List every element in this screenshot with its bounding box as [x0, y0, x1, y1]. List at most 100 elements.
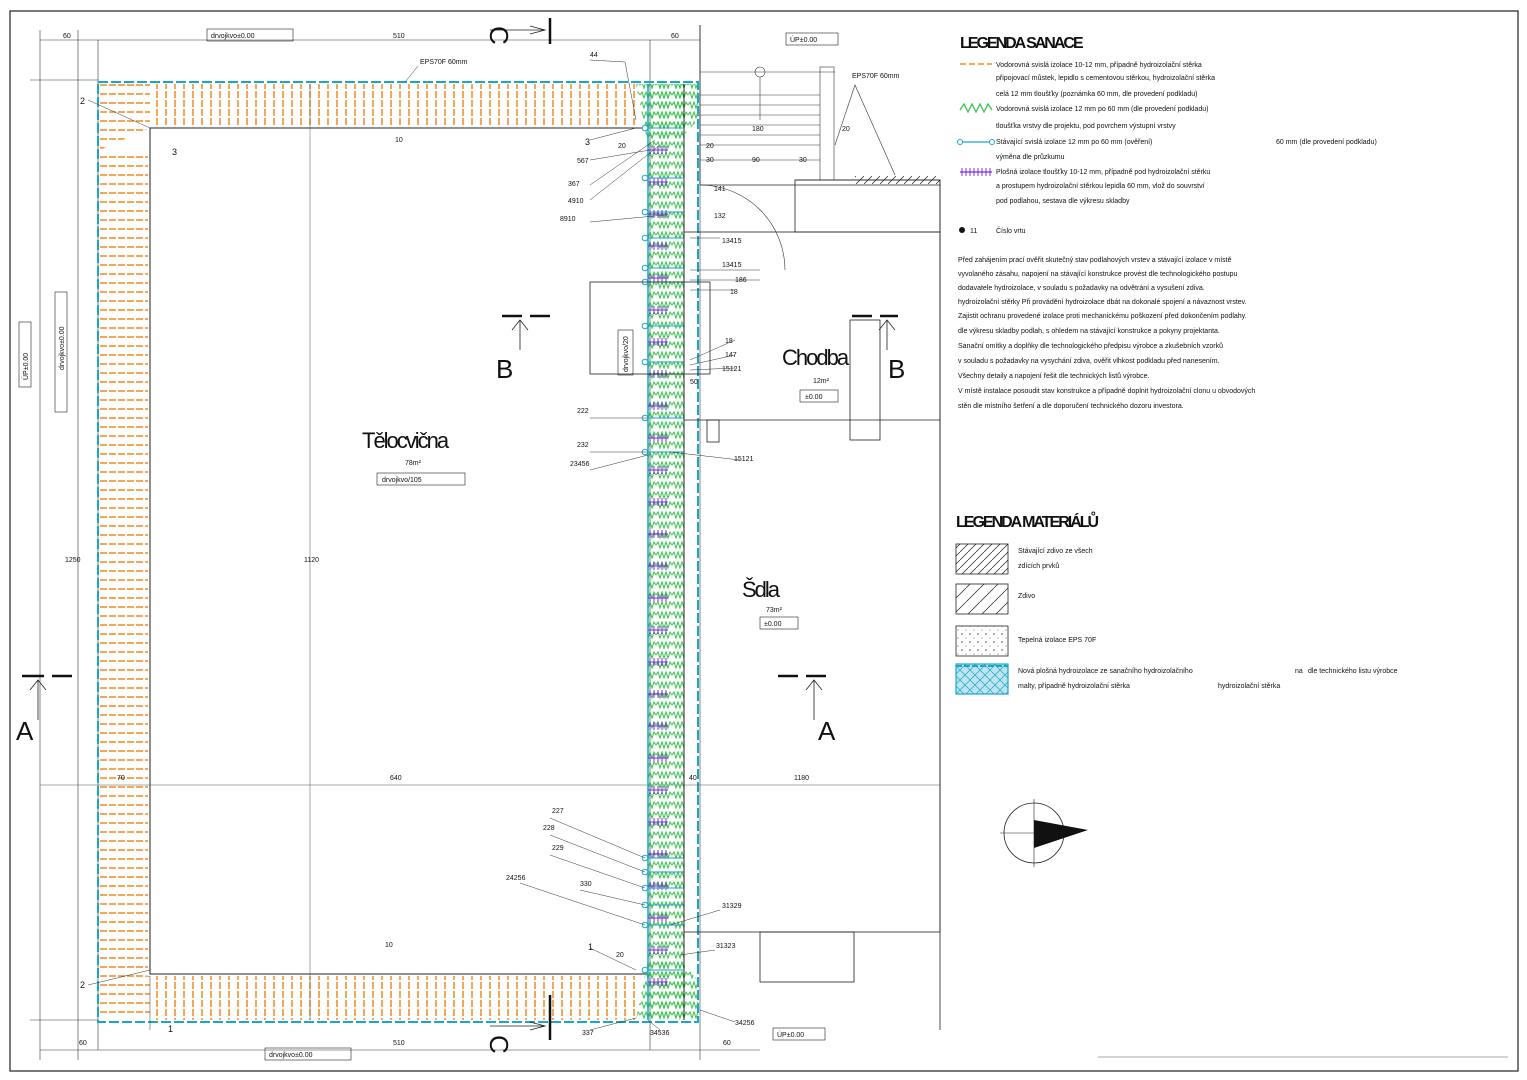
- legend-note-4: Zajistit ochranu provedené izolace proti…: [958, 313, 1247, 320]
- legend-materials-title: LEGENDA MATERIÁLŮ: [956, 511, 1099, 531]
- room-gym-area: 78m²: [405, 460, 422, 467]
- legend-ins-1-l2: připojovací můstek, lepidlo s cementovou…: [996, 74, 1215, 82]
- callout-227: 227: [552, 808, 564, 815]
- tag-eps-top: EPS70F 60mm: [420, 59, 468, 66]
- callout-222: 222: [577, 408, 589, 415]
- probe-dot: [641, 264, 649, 272]
- purple-mark: [648, 210, 668, 218]
- callout-15121: 15121: [722, 366, 742, 373]
- ground-hatch: [855, 176, 940, 184]
- purple-mark: [648, 882, 668, 890]
- tag-window: drvojkvo/20: [623, 336, 630, 372]
- callout-50: 50: [690, 379, 698, 386]
- callout-229: 229: [552, 845, 564, 852]
- section-arrows: [29, 25, 896, 1031]
- purple-mark: [648, 978, 668, 986]
- callout-15121b: 15121: [734, 456, 754, 463]
- callout-4910: 4910: [568, 198, 584, 205]
- dim-step-d: 30: [799, 157, 807, 164]
- legend-mat-swatch-1: [955, 543, 1009, 575]
- probe-dots: [641, 124, 684, 974]
- room-hall-tag: ±0.00: [764, 621, 782, 628]
- callout-18a: 18: [730, 289, 738, 296]
- legend-mat-4-l2: malty, případně hydroizolační stěrka: [1018, 683, 1130, 690]
- callout-8910: 8910: [560, 216, 576, 223]
- purple-mark: [648, 434, 668, 442]
- insulation-left: [100, 150, 148, 970]
- section-c-top: C: [484, 26, 514, 45]
- callout-337: 337: [582, 1030, 594, 1037]
- callout-1a: 1: [168, 1024, 173, 1034]
- room-corridor-name: Chodba: [782, 345, 850, 370]
- callout-24256: 24256: [506, 875, 526, 882]
- purple-mark: [648, 530, 668, 538]
- insulation-corner-tl: [100, 84, 150, 150]
- legend-mat-swatch-3: [955, 625, 1009, 657]
- legend-note-6: Sanační omítky a doplňky dle technologic…: [958, 342, 1223, 350]
- room-gym-tag: drvojkvo/105: [382, 477, 422, 484]
- sanation-top-corner: [636, 84, 698, 145]
- legend-mat-1-l1: Stávající zdivo ze všech: [1018, 548, 1093, 555]
- dim-step-c: 90: [752, 157, 760, 164]
- room-hall-name: Šdla: [742, 577, 781, 602]
- callout-147: 147: [725, 352, 737, 359]
- legend-note-2: dodavatele hydroizolace, v souladu s pož…: [958, 285, 1205, 292]
- callout-232: 232: [577, 442, 589, 449]
- callout-20b: 20: [616, 952, 624, 959]
- section-c-bottom: C: [484, 1035, 514, 1054]
- purple-mark: [648, 690, 668, 698]
- callout-31323: 31323: [716, 943, 736, 950]
- legend-mat-1-l2: zdících prvků: [1018, 562, 1059, 570]
- door-swing: [699, 184, 786, 271]
- callout-3a: 3: [172, 147, 177, 157]
- callout-2a: 2: [80, 96, 85, 106]
- right-building: [683, 25, 941, 1030]
- dim-gym-height: 1120: [304, 557, 319, 564]
- purple-mark: [648, 658, 668, 666]
- callout-20a: 20: [618, 143, 626, 150]
- legend-ins-5-marker: 11: [970, 228, 977, 235]
- dim-step-a: 20: [706, 143, 714, 150]
- sanation-wall-zone: [648, 84, 684, 1020]
- probe-dot: [641, 124, 649, 132]
- window-opening: [589, 281, 711, 375]
- callout-13415b: 13415: [722, 262, 742, 269]
- legend-mat-swatch-2: [955, 583, 1009, 615]
- eps-top-leader: [404, 65, 419, 83]
- purple-mark: [648, 274, 668, 282]
- callout-34536: 34536: [650, 1030, 670, 1037]
- purple-mark: [648, 498, 668, 506]
- section-lines: [22, 18, 898, 1040]
- dim-40: 40: [689, 775, 697, 782]
- probe-dot: [641, 234, 649, 242]
- sheet-border: [9, 10, 1519, 1072]
- callout-330: 330: [580, 881, 592, 888]
- insulation-bottom: [150, 976, 635, 1020]
- legend-mat-3-l1: Tepelná izolace EPS 70F: [1018, 637, 1096, 644]
- section-a-left: A: [16, 716, 34, 746]
- dim-bottom-right: 60: [723, 1040, 731, 1047]
- legend-mat-4-extra3: hydroizolační stěrka: [1218, 683, 1280, 690]
- dim-bottom-mid: 510: [393, 1040, 405, 1047]
- purple-mark: [648, 242, 668, 250]
- purple-mark: [648, 178, 668, 186]
- dim-inner-bottom: 10: [385, 942, 393, 949]
- tag-top-drainage: drvojkvo±0.00: [211, 33, 255, 40]
- dim-inner-top: 10: [395, 137, 403, 144]
- legend-mat-2-l1: Zdivo: [1018, 593, 1035, 600]
- callout-3b: 3: [585, 137, 590, 147]
- sanation-bottom-corner: [636, 960, 698, 1020]
- purple-mark: [648, 338, 668, 346]
- purple-mark: [648, 722, 668, 730]
- tag-boxes: [18, 28, 839, 1061]
- legend-insulation-symbols: [957, 63, 995, 233]
- window-tag-box: [617, 329, 634, 376]
- legend-note-3: hydroizolační stěrky Při provádění hydro…: [958, 299, 1247, 306]
- room-hall-area: 73m²: [766, 607, 783, 614]
- north-arrow-icon: [1000, 799, 1088, 867]
- legend-mat-4-extra1: na: [1295, 668, 1303, 675]
- stairs: [700, 66, 896, 181]
- legend-insulation-title: LEGENDA SANACE: [960, 35, 1084, 52]
- legend-ins-4-l3: pod podlahou, sestava dle výkresu skladb…: [996, 198, 1130, 205]
